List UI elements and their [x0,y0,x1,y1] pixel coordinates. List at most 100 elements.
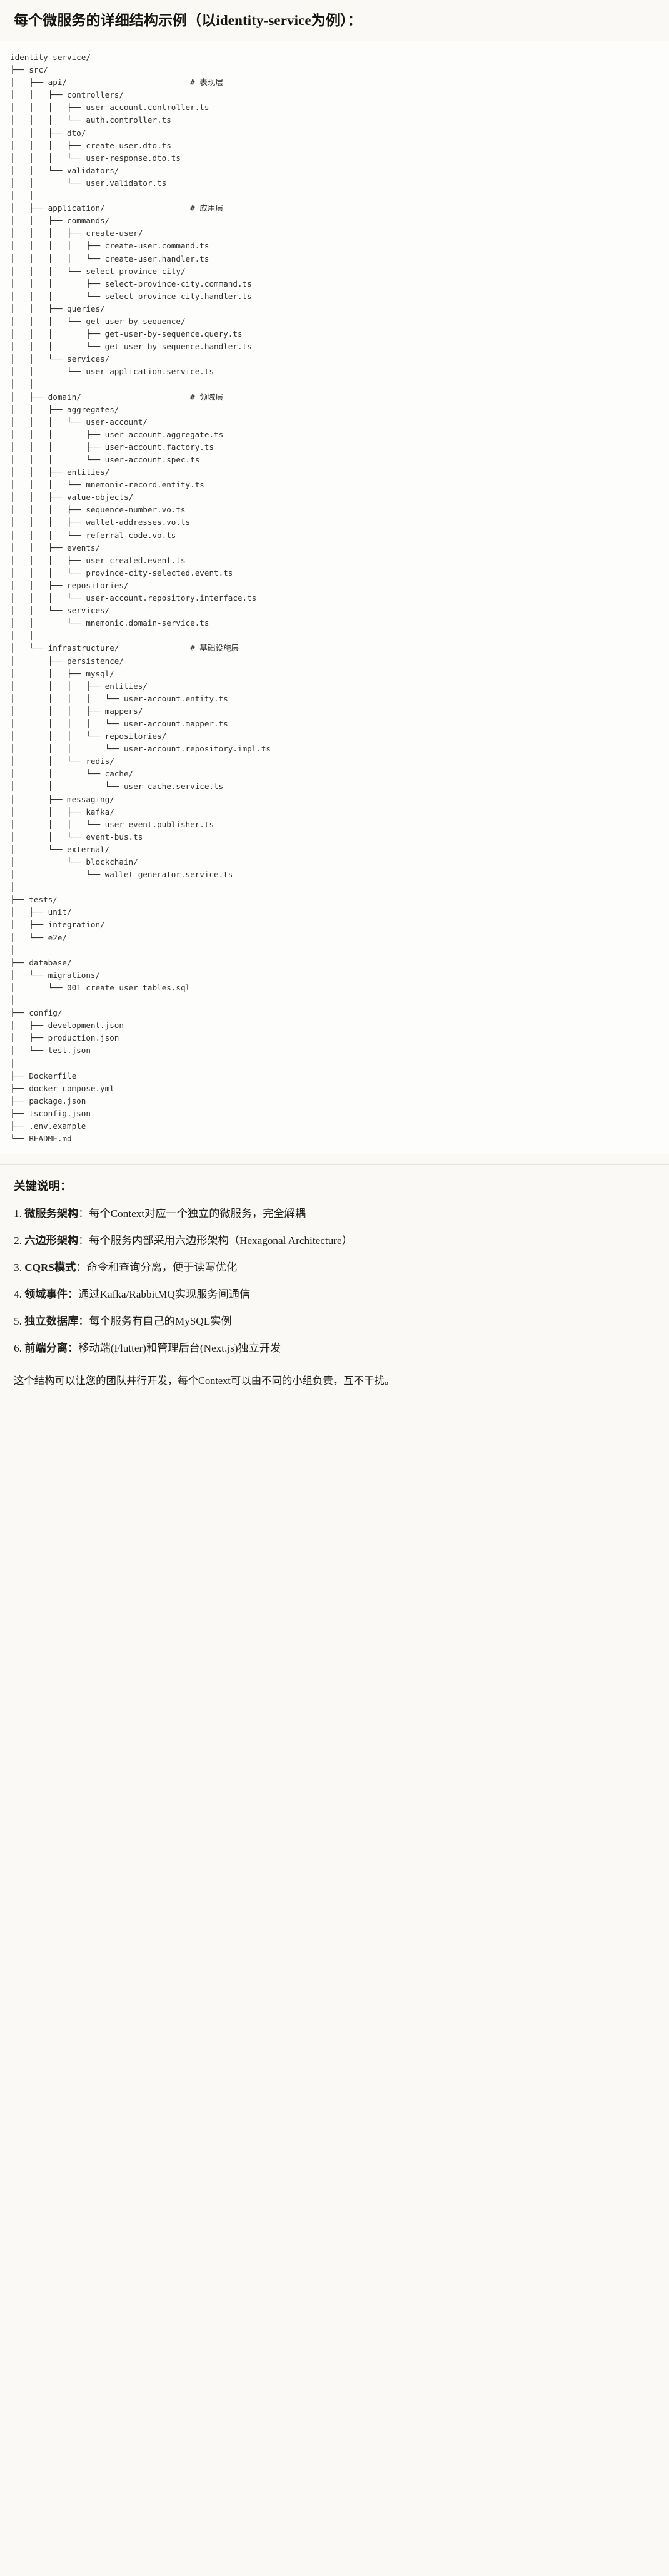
tree-line: │ │ │ └── get-user-by-sequence.handler.t… [10,342,252,352]
tree-line: │ └── 001_create_user_tables.sql [10,982,191,992]
tree-line: │ │ │ ├── user-account.controller.ts [10,103,209,113]
tree-line: ├── Dockerfile [10,1071,77,1081]
tree-line-comment: # 表现层 [190,78,224,88]
key-note-term: 独立数据库 [24,1315,79,1328]
key-note-term: CQRS模式 [24,1261,76,1274]
tree-line: │ │ ├── value-objects/ [10,492,134,502]
tree-line: ├── .env.example [10,1121,86,1131]
tree-line: │ │ │ └── province-city-selected.event.t… [10,568,233,578]
key-note-separator: ： [78,1235,89,1247]
tree-line: │ [10,882,15,892]
tree-line: │ │ ├── dto/ [10,128,86,138]
tree-line: │ [10,1058,15,1068]
key-note-description: 移动端(Flutter)和管理后台(Next.js)独立开发 [78,1342,281,1355]
tree-line: │ │ └── validators/ [10,165,119,175]
tree-line: │ │ ├── commands/ [10,216,110,226]
tree-line: │ └── e2e/ [10,932,67,942]
key-note-number: 2. [14,1235,25,1247]
key-note-number: 4. [14,1288,25,1301]
tree-line: │ │ │ └── get-user-by-sequence/ [10,316,186,326]
tree-line: │ │ │ │ ├── create-user.command.ts [10,241,209,251]
tree-line: │ └── test.json [10,1046,91,1056]
key-note-term: 微服务架构 [24,1208,79,1220]
tree-line: │ └── migrations/ [10,970,101,980]
tree-line: │ │ │ └── user-account.repository.interf… [10,593,257,603]
tree-line: │ │ │ ├── user-account.aggregate.ts [10,429,224,439]
key-note-description: 每个服务内部采用六边形架构（Hexagonal Architecture） [89,1235,353,1247]
key-notes-heading: 关键说明： [14,1181,72,1194]
tree-line: ├── database/ [10,957,72,967]
tree-line: │ │ └── services/ [10,354,110,364]
tree-line: │ │ ├── mysql/ [10,668,114,678]
tree-line: │ │ │ ├── user-created.event.ts [10,555,186,565]
tree-line: │ └── blockchain/ [10,857,138,867]
key-note-item: 1. 微服务架构：每个Context对应一个独立的微服务，完全解耦 [14,1206,655,1222]
tree-line: ├── tsconfig.json [10,1108,91,1118]
tree-line: │ [10,995,15,1005]
tree-line: │ │ │ └── repositories/ [10,731,167,741]
tree-line: │ │ │ └── select-province-city.handler.t… [10,291,252,301]
tree-line: │ │ │ └── user-account.repository.impl.t… [10,744,271,754]
key-note-number: 5. [14,1315,25,1328]
key-notes-section: 关键说明： 1. 微服务架构：每个Context对应一个独立的微服务，完全解耦 2… [0,1179,669,1357]
tree-line: │ │ │ │ └── user-account.entity.ts [10,693,228,703]
tree-line: │ │ │ └── user-response.dto.ts [10,153,181,163]
key-note-number: 3. [14,1261,25,1274]
tree-line: │ │ └── services/ [10,606,110,616]
tree-line: │ │ └── user.validator.ts [10,178,167,188]
tree-line: │ ├── persistence/ [10,656,124,666]
tree-line: │ [10,945,15,955]
key-note-term: 六边形架构 [24,1235,79,1247]
tree-line: │ ├── domain/ # 领域层 [10,392,224,402]
tree-line: │ │ │ └── select-province-city/ [10,266,186,276]
tree-line: ├── config/ [10,1008,63,1018]
tree-line: ├── package.json [10,1096,86,1106]
tree-line: │ │ ├── kafka/ [10,807,114,817]
tree-line: │ │ │ ├── wallet-addresses.vo.ts [10,517,191,527]
key-note-separator: ： [78,1208,89,1220]
tree-line: │ │ ├── repositories/ [10,580,129,590]
tree-line: │ │ │ ├── sequence-number.vo.ts [10,505,186,515]
tree-line: │ │ │ └── referral-code.vo.ts [10,530,176,540]
directory-tree-block: identity-service/ ├── src/ │ ├── api/ # 表现… [0,41,669,1154]
tree-line: │ │ ├── controllers/ [10,90,124,100]
tree-line: │ └── wallet-generator.service.ts [10,870,233,880]
key-note-term: 领域事件 [24,1288,68,1301]
tree-line: │ │ │ └── user-event.publisher.ts [10,819,214,829]
tree-line: │ │ └── redis/ [10,756,114,766]
key-note-description: 每个Context对应一个独立的微服务，完全解耦 [89,1208,306,1220]
key-notes-list: 1. 微服务架构：每个Context对应一个独立的微服务，完全解耦 2. 六边形架… [14,1206,655,1357]
tree-line: │ │ │ └── auth.controller.ts [10,115,171,125]
key-note-separator: ： [67,1342,79,1355]
tree-line: ├── docker-compose.yml [10,1083,114,1093]
tree-line-comment: # 应用层 [190,203,224,213]
tree-line: │ │ [10,631,34,641]
tree-line: │ │ └── event-bus.ts [10,832,143,842]
tree-line: │ │ ├── aggregates/ [10,404,119,414]
tree-line: │ ├── production.json [10,1033,119,1043]
key-note-item: 4. 领域事件：通过Kafka/RabbitMQ实现服务间通信 [14,1286,655,1303]
key-note-separator: ： [67,1288,79,1301]
tree-line: │ │ │ └── user-account/ [10,417,148,427]
tree-line: │ │ │ ├── create-user.dto.ts [10,140,171,150]
key-note-description: 通过Kafka/RabbitMQ实现服务间通信 [78,1288,251,1301]
key-note-number: 6. [14,1342,25,1355]
tree-line: │ │ │ ├── entities/ [10,681,148,691]
tree-line-comment: # 基础设施层 [190,643,239,653]
key-note-description: 每个服务有自己的MySQL实例 [89,1315,232,1328]
key-note-item: 2. 六边形架构：每个服务内部采用六边形架构（Hexagonal Archite… [14,1233,655,1249]
tree-line: ├── src/ [10,65,48,75]
tree-line: │ ├── api/ # 表现层 [10,78,224,88]
tree-line: identity-service/ [10,53,91,62]
tree-line: │ │ ├── entities/ [10,467,110,477]
tree-line: │ │ [10,379,34,389]
tree-line: │ │ │ │ └── user-account.mapper.ts [10,718,228,728]
key-note-separator: ： [76,1261,87,1274]
page-title: 每个微服务的详细结构示例（以identity-service为例）： [14,13,362,28]
tree-line: │ ├── integration/ [10,920,105,930]
tree-line: ├── tests/ [10,895,58,905]
tree-line: │ ├── development.json [10,1021,124,1031]
tree-line: │ │ ├── queries/ [10,303,105,313]
tree-line: └── README.md [10,1134,72,1144]
tree-line: │ │ ├── events/ [10,542,101,552]
